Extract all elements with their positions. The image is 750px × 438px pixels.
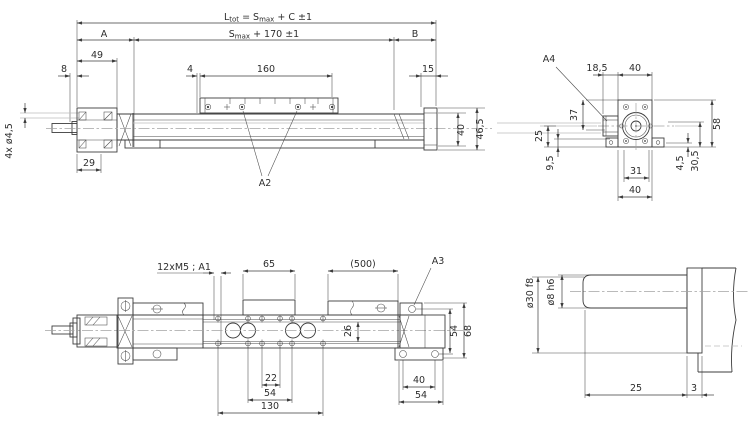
m5-hole-bottom-row	[215, 339, 326, 348]
dim-8: 8	[61, 64, 67, 75]
dim-22: 22	[265, 373, 277, 384]
gearhead-plan	[72, 314, 119, 348]
left-end-block-side	[76, 107, 118, 153]
dim-stroke-length: Smax + 170 ±1	[229, 29, 299, 41]
dim-26: 26	[343, 325, 354, 337]
rail-plan	[45, 314, 470, 349]
dim-40-flange: 40	[413, 375, 425, 386]
end-dimension-lines	[546, 66, 714, 199]
plan-extension-lines	[157, 272, 467, 416]
side-dimension-lines	[23, 21, 479, 172]
dim-160: 160	[257, 64, 275, 75]
dim-18-5: 18,5	[586, 63, 607, 74]
drive-shaft-side	[51, 121, 78, 135]
callout-a2: A2	[259, 178, 272, 189]
m5-hole-top-row	[215, 314, 326, 323]
gearhead-body-end	[598, 99, 674, 150]
dim-58: 58	[712, 118, 723, 130]
dim-b-label: B	[412, 29, 419, 40]
mounting-tabs-end	[605, 137, 665, 148]
cover-block-500	[327, 300, 399, 316]
dim-30-5: 30,5	[690, 150, 701, 171]
end-view: A4 18,5 40 37 25 9,5 58 4,5 30,5 31 40	[497, 54, 723, 201]
dim-68-vertical: 68	[463, 325, 474, 337]
right-end-block-plan	[394, 302, 446, 361]
shaft-extension-lines	[532, 274, 703, 398]
cover-block-65	[242, 299, 296, 316]
dim-500: (500)	[350, 259, 376, 270]
callout-a4: A4	[543, 54, 556, 65]
end-projection-lines	[497, 122, 702, 134]
adapter-flange-plan	[116, 297, 204, 365]
dim-4-5: 4,5	[675, 155, 686, 170]
dim-65: 65	[263, 259, 275, 270]
right-end-cap-side	[423, 107, 438, 151]
dim-54-vertical: 54	[449, 325, 460, 337]
dim-4: 4	[187, 64, 193, 75]
dim-15: 15	[422, 64, 434, 75]
plan-view: 12xM5 ; A1 65 (500) A3 26 54 68 22 54 13…	[45, 256, 474, 416]
carriage-side	[199, 97, 339, 114]
dim-25: 25	[534, 130, 545, 142]
shaft-detail-view: ø30 f8 ø8 h6 25 3	[525, 267, 748, 398]
side-elevation-view: Ltot = Smax + C ±1 Smax + 170 ±1 A B 49 …	[4, 12, 492, 189]
plan-dimension-lines	[203, 267, 466, 415]
callout-12xm5-a1: 12xM5 ; A1	[157, 262, 211, 273]
dim-total-length: Ltot = Smax + C ±1	[224, 12, 312, 24]
end-extension-lines	[544, 72, 716, 201]
dim-3-shaft: 3	[691, 383, 697, 394]
dim-a-label: A	[101, 29, 108, 40]
dim-49: 49	[91, 50, 103, 61]
dim-54-flange: 54	[415, 390, 427, 401]
callout-a3: A3	[432, 256, 445, 267]
input-shaft-end	[602, 115, 619, 137]
dim-4x-holes: 4x ø4,5	[4, 123, 15, 159]
side-extension-lines	[20, 20, 485, 173]
dim-31: 31	[630, 166, 642, 177]
output-shaft-geometry	[570, 267, 748, 373]
shaft-dimension-lines	[536, 274, 714, 397]
callout-a2-leader	[242, 110, 298, 177]
dim-37: 37	[569, 109, 580, 121]
dim-9-5: 9,5	[545, 155, 556, 170]
dim-25-shaft: 25	[630, 383, 642, 394]
dim-40-height: 40	[456, 124, 467, 136]
dim-130: 130	[261, 401, 279, 412]
dim-46-5-height: 46,5	[475, 118, 486, 139]
rail-profile-side	[46, 113, 492, 149]
dim-dia30: ø30 f8	[525, 278, 536, 308]
dim-29: 29	[83, 158, 95, 169]
rail-thread-holes	[215, 314, 326, 348]
dim-40-bottom: 40	[629, 185, 641, 196]
dim-dia8: ø8 h6	[546, 279, 557, 306]
coupling-housing-side	[116, 113, 134, 147]
dim-40-top: 40	[629, 63, 641, 74]
dim-54-horizontal: 54	[264, 388, 276, 399]
